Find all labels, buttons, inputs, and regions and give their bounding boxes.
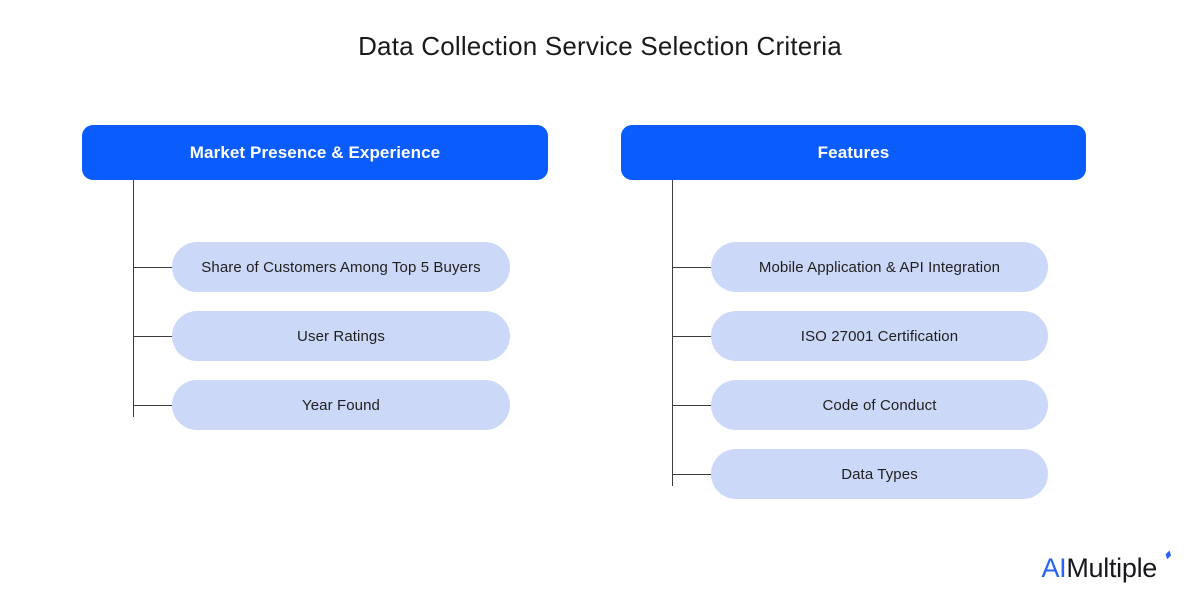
connector-line [672, 267, 712, 269]
branch-header-market-presence-experience[interactable]: Market Presence & Experience [82, 125, 548, 180]
node-user-ratings[interactable]: User Ratings [172, 311, 510, 361]
node-mobile-application-api-integration[interactable]: Mobile Application & API Integration [711, 242, 1048, 292]
connector-line [672, 474, 712, 476]
spark-icon [1158, 550, 1172, 566]
branch-header-label: Market Presence & Experience [189, 142, 441, 162]
branch-trunk-line [672, 180, 674, 486]
page-title: Data Collection Service Selection Criter… [358, 31, 842, 61]
node-label: Code of Conduct [822, 396, 937, 414]
branch-header-features[interactable]: Features [621, 125, 1086, 180]
branch-header-label: Features [817, 142, 890, 162]
node-code-of-conduct[interactable]: Code of Conduct [711, 380, 1048, 430]
logo-suffix: Multiple [1066, 553, 1157, 583]
node-label: User Ratings [297, 327, 385, 345]
connector-line [133, 336, 173, 338]
branch-trunk-line [133, 180, 135, 417]
node-label: Year Found [301, 396, 380, 414]
node-year-found[interactable]: Year Found [172, 380, 510, 430]
node-label: Share of Customers Among Top 5 Buyers [201, 258, 481, 276]
node-label: Mobile Application & API Integration [758, 258, 1001, 276]
connector-line [672, 405, 712, 407]
aimultiple-logo[interactable]: AI Multiple [1041, 550, 1172, 583]
connector-line [133, 267, 173, 269]
connector-line [672, 336, 712, 338]
node-data-types[interactable]: Data Types [711, 449, 1048, 499]
node-label: Data Types [841, 465, 918, 483]
node-share-of-customers-among-top-5-buyers[interactable]: Share of Customers Among Top 5 Buyers [172, 242, 510, 292]
logo-prefix: AI [1041, 553, 1067, 583]
node-iso-27001-certification[interactable]: ISO 27001 Certification [711, 311, 1048, 361]
connector-line [133, 405, 173, 407]
node-label: ISO 27001 Certification [800, 327, 959, 345]
